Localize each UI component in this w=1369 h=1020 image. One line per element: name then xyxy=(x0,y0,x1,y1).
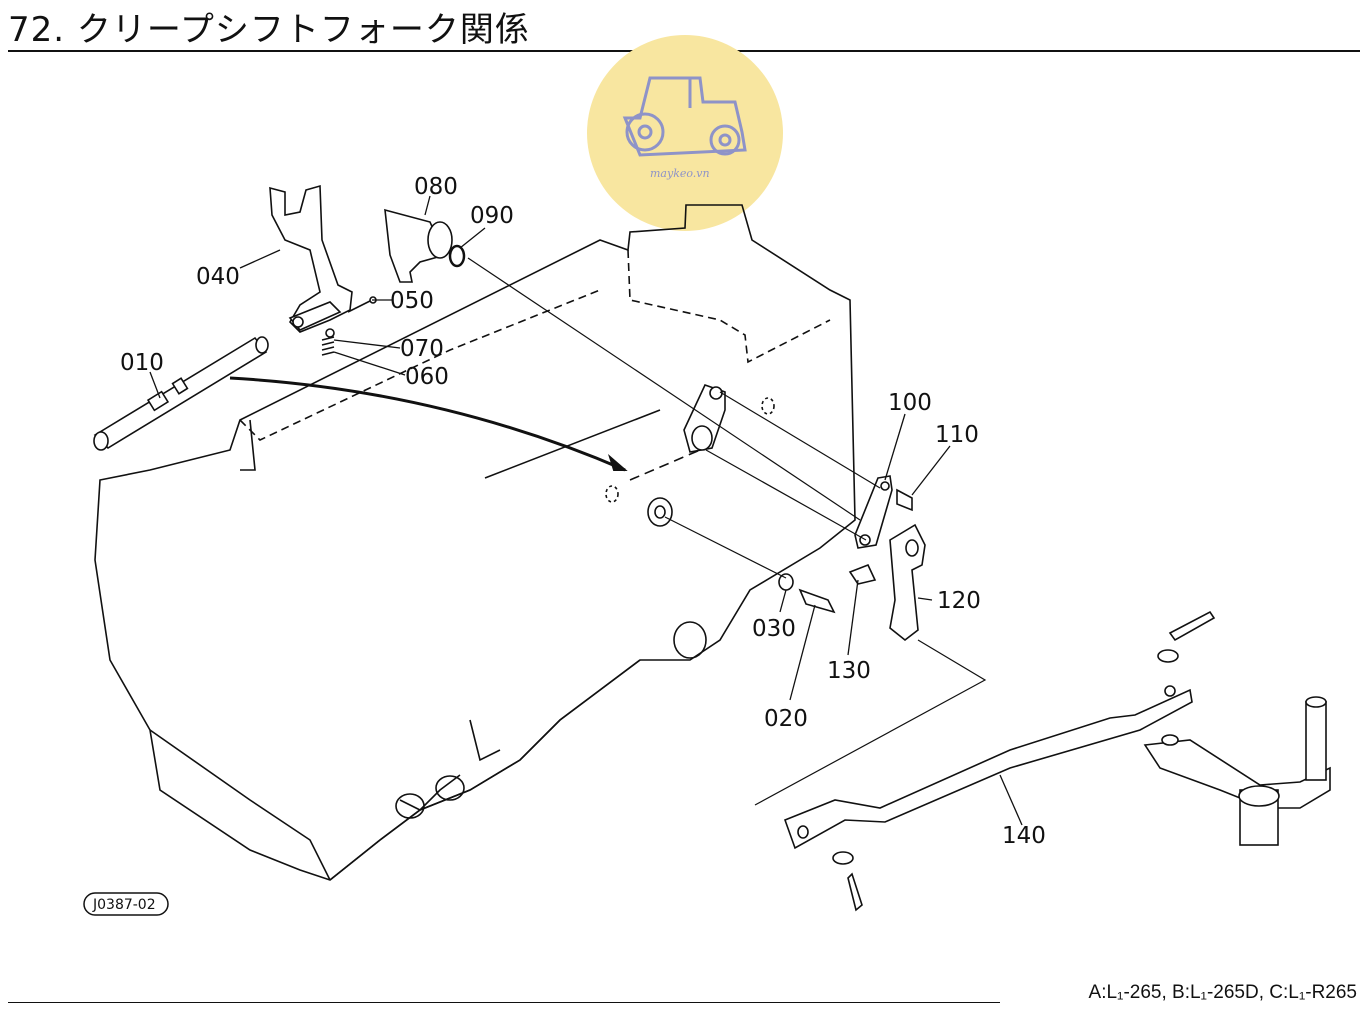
footer-rule xyxy=(8,1002,1000,1003)
transmission-housing xyxy=(94,204,856,881)
label-030: 030 xyxy=(752,616,796,642)
label-090: 090 xyxy=(470,203,514,229)
tractor-icon xyxy=(622,76,747,157)
part-010-shaft xyxy=(93,336,269,451)
label-130: 130 xyxy=(827,658,871,684)
part-070-ball xyxy=(325,328,335,338)
part-110-bolt xyxy=(896,488,913,512)
drawing-ref-text: J0387-02 xyxy=(92,897,156,913)
label-060: 060 xyxy=(405,364,449,390)
leader-lines xyxy=(149,195,1023,826)
label-020: 020 xyxy=(764,706,808,732)
part-080-shifter xyxy=(384,208,453,283)
part-130-bolt xyxy=(848,563,877,585)
part-090-o-ring xyxy=(448,244,466,268)
label-080: 080 xyxy=(414,174,458,200)
page-title: 72. クリープシフトフォーク関係 xyxy=(8,10,530,50)
cotter-pin-top xyxy=(1157,610,1216,663)
part-030-washer xyxy=(778,573,794,591)
phantom-lines xyxy=(467,257,987,806)
bushing-housing xyxy=(647,497,673,527)
label-050: 050 xyxy=(390,288,434,314)
cotter-pin-bottom xyxy=(832,851,863,912)
link-plate-housing xyxy=(683,384,726,453)
part-020-bolt xyxy=(798,588,836,614)
model-applicability-note: A:L₁-265, B:L₁-265D, C:L₁-R265 xyxy=(1088,982,1357,1003)
part-060-spring xyxy=(321,336,335,356)
bellcrank-lever xyxy=(1143,696,1331,846)
part-140-rod xyxy=(783,685,1193,850)
label-100: 100 xyxy=(888,390,932,416)
label-070: 070 xyxy=(400,336,444,362)
part-120-arm xyxy=(889,523,926,642)
watermark: maykeo.vn xyxy=(587,35,783,231)
drawing-ref-badge: J0387-02 xyxy=(83,892,169,916)
label-010: 010 xyxy=(120,350,164,376)
part-050-pin xyxy=(347,296,377,313)
part-040-fork xyxy=(269,184,353,333)
label-040: 040 xyxy=(196,264,240,290)
label-110: 110 xyxy=(935,422,979,448)
watermark-text: maykeo.vn xyxy=(650,167,710,180)
label-120: 120 xyxy=(937,588,981,614)
pointer-arrow xyxy=(229,376,628,472)
label-140: 140 xyxy=(1002,823,1046,849)
